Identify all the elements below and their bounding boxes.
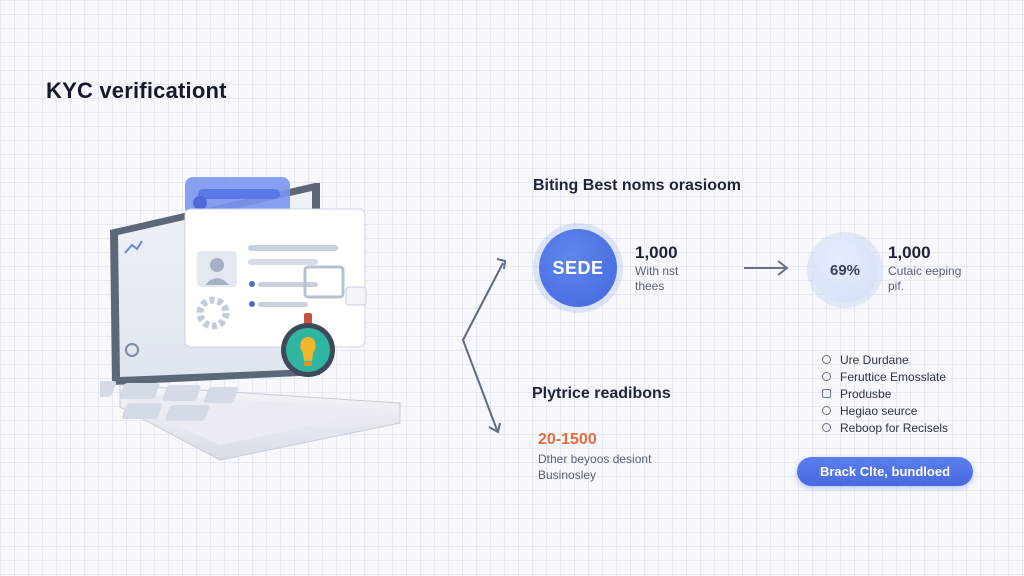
cta-button[interactable]: Brack Clte, bundloed [797, 457, 973, 486]
flow-arrows [461, 258, 507, 434]
stat2-value: 1,000 [888, 243, 931, 262]
feature-label: Reboop for Recisels [840, 420, 949, 435]
stat1-line1: With nst [635, 264, 679, 278]
arrow-up-icon [496, 258, 507, 270]
range-line1: Dther beyoos desiont [538, 452, 652, 466]
percent-circle: 69% [812, 237, 878, 303]
main-stat-circle: SEDE [539, 229, 617, 307]
top-section-title: Biting Best noms orasioom [533, 177, 742, 194]
list-item: Feruttice Emosslate [822, 368, 948, 385]
range-value: 20-1500 [538, 431, 597, 448]
stat2-line2: pif. [888, 279, 905, 293]
stat1-value: 1,000 [635, 243, 678, 262]
stat1-line2: thees [635, 279, 665, 293]
arrow-down-icon [488, 422, 501, 434]
chart-icon [124, 240, 143, 254]
circle-bullet-icon [822, 355, 831, 364]
list-item: Ure Durdane [822, 351, 948, 368]
list-item: Reboop for Recisels [822, 419, 948, 436]
settings-small-icon [125, 343, 139, 357]
verification-lens-icon [281, 313, 335, 377]
list-item: Produsbe [822, 385, 948, 402]
stat2-line1: Cutaic eeping [888, 264, 962, 278]
user-avatar-icon [210, 258, 224, 272]
bottom-section-title: Plytrice readibons [532, 385, 671, 402]
feature-label: Hegiao seurce [840, 403, 918, 418]
page-title: KYC verificationt [46, 78, 227, 103]
square-bullet-icon [822, 389, 831, 398]
gear-icon [196, 296, 230, 330]
feature-label: Feruttice Emosslate [840, 369, 947, 384]
range-line2: Businosley [538, 468, 597, 482]
id-card-panel [184, 208, 366, 348]
range-subtext: Dther beyoos desiont Businosley [538, 451, 651, 483]
list-item: Hegiao seurce [822, 402, 948, 419]
feature-label: Ure Durdane [840, 352, 909, 367]
arrow-right-icon [744, 260, 789, 276]
circle-bullet-icon [822, 423, 831, 432]
feature-label: Produsbe [840, 386, 892, 401]
circle-bullet-icon [822, 372, 831, 381]
kyc-laptop-illustration [100, 177, 401, 461]
circle-bullet-icon [822, 406, 831, 415]
feature-list: Ure Durdane Feruttice Emosslate Produsbe… [822, 351, 948, 436]
